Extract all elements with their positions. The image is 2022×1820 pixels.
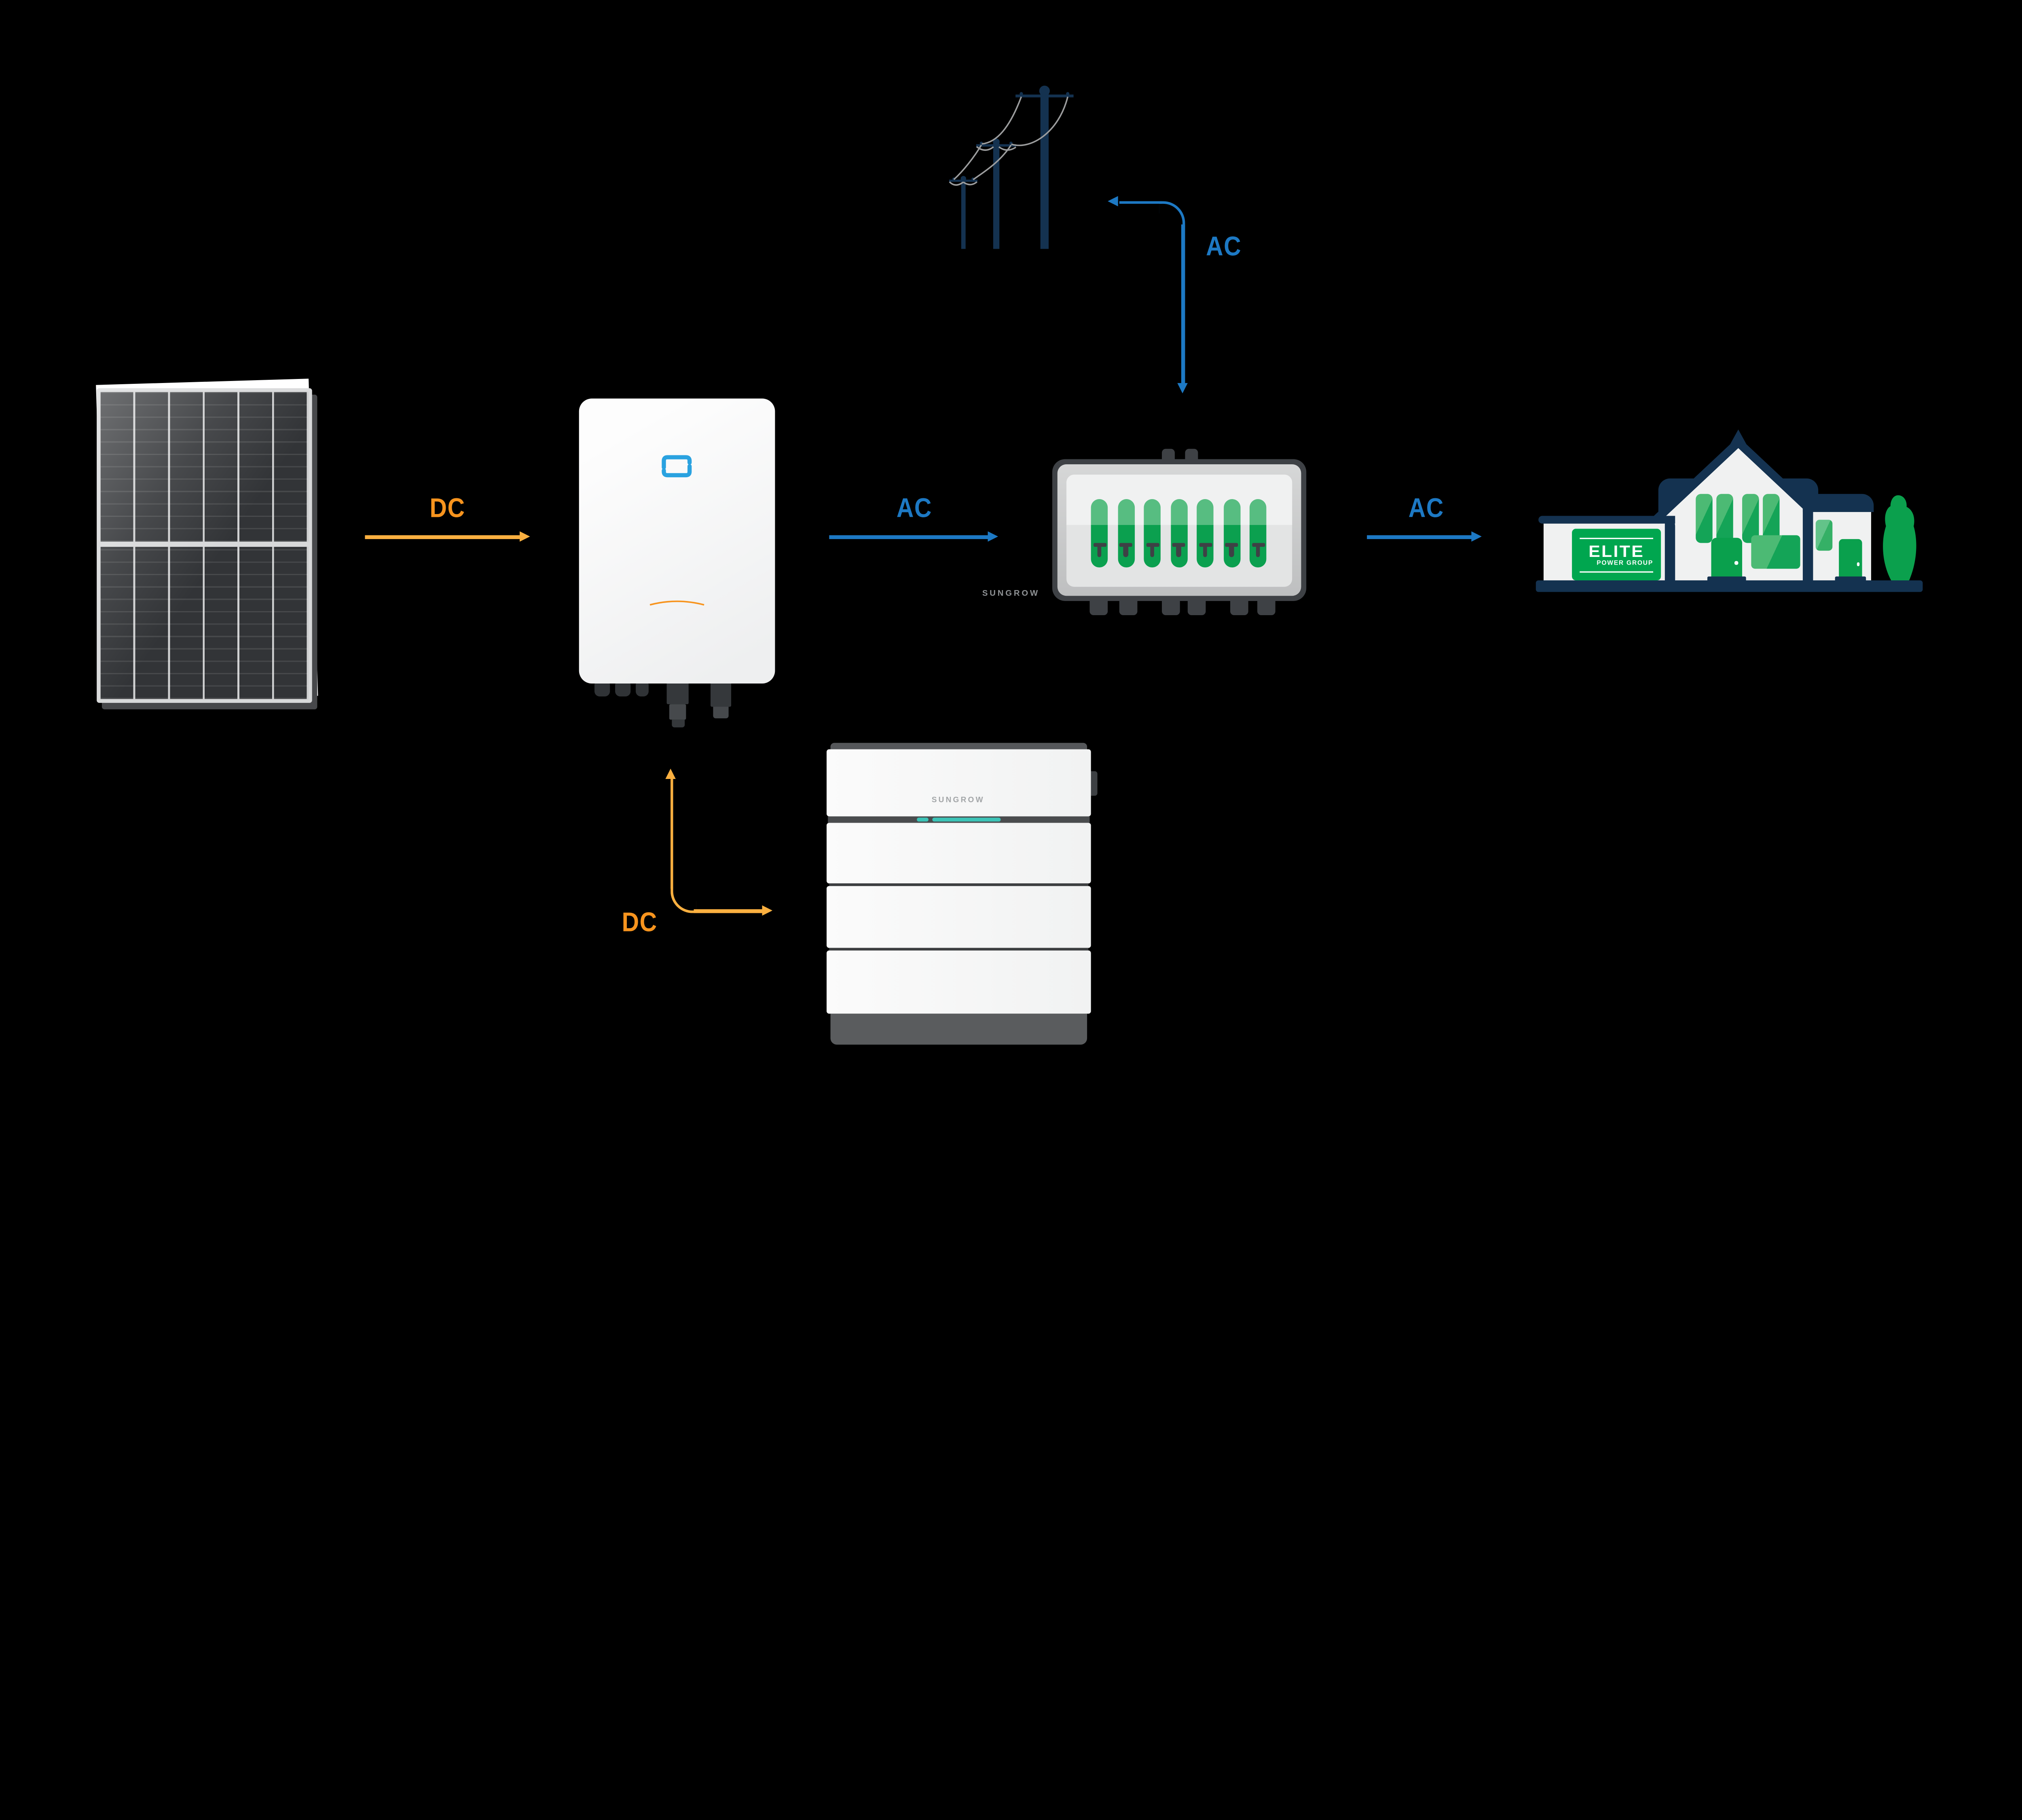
breaker-switch xyxy=(1170,499,1187,568)
house-door xyxy=(1711,538,1743,580)
right-wing-roof-edge xyxy=(1802,494,1813,580)
inverter-brand-text: SUNGROW xyxy=(982,589,1040,599)
battery-led-long xyxy=(932,818,1001,822)
diagram-canvas: DC SUNGROW AC xyxy=(96,85,1928,1045)
inverter-dc-connector-tip xyxy=(671,720,684,728)
ac-label-inverter-switchboard: AC xyxy=(896,494,932,524)
dc-label-solar-inverter: DC xyxy=(429,494,465,524)
sign-rule-top xyxy=(1580,538,1654,540)
ac-grid-arrow-vertical xyxy=(1181,224,1185,385)
right-wing-door-knob xyxy=(1856,562,1860,566)
dc-battery-arrow-horizontal xyxy=(694,910,764,913)
door-threshold xyxy=(1707,576,1746,583)
dc-battery-arrowhead-up-icon xyxy=(666,768,676,779)
door-threshold xyxy=(1835,576,1866,583)
ac-arrow-head-icon xyxy=(988,531,998,541)
inverter-dc-connector-body xyxy=(669,704,686,720)
inverter-cable-gland xyxy=(594,682,610,696)
house-window xyxy=(1696,494,1713,543)
solar-cells-bottom-half xyxy=(100,547,309,699)
ac-arrow-head-icon xyxy=(1471,531,1482,541)
solar-cells-top-half xyxy=(100,392,309,542)
right-wing-roof xyxy=(1802,494,1874,512)
ac-grid-arrow-elbow xyxy=(1159,201,1185,227)
sign-subtitle: POWER GROUP xyxy=(1597,561,1654,568)
inverter-ac-connector xyxy=(711,682,732,707)
battery-module xyxy=(827,886,1091,948)
ac-label-grid: AC xyxy=(1206,232,1242,262)
dc-arrow-line xyxy=(365,535,521,539)
solar-panel-sheen xyxy=(97,388,312,703)
battery-module-gap xyxy=(829,948,1089,951)
battery-side-tab xyxy=(1091,771,1098,796)
inverter xyxy=(579,398,775,684)
inverter-dc-connector xyxy=(666,682,689,705)
breaker-switch xyxy=(1144,499,1161,568)
inverter-ac-connector-body xyxy=(713,707,729,719)
right-wing-window xyxy=(1815,520,1833,551)
ac-grid-arrowhead-left-icon xyxy=(1108,196,1118,207)
house-window xyxy=(1716,494,1733,543)
battery-module xyxy=(827,749,1091,817)
inverter-cable-gland xyxy=(615,682,631,696)
ac-grid-arrowhead-down-icon xyxy=(1176,383,1187,394)
elite-sign: ELITE POWER GROUP xyxy=(1572,529,1661,580)
battery-brand-text: SUNGROW xyxy=(931,797,985,805)
dc-battery-arrow-vertical xyxy=(670,779,674,889)
ac-arrow-line xyxy=(1367,535,1473,539)
left-wing-roof-edge xyxy=(1665,516,1675,580)
inverter-brand-swoosh-icon xyxy=(649,600,704,606)
battery-module xyxy=(827,823,1091,884)
battery-module-gap xyxy=(829,883,1089,887)
right-wing-door xyxy=(1839,539,1862,580)
breaker-switch xyxy=(1197,499,1214,568)
dc-battery-arrow-elbow xyxy=(670,887,696,913)
dc-label-battery: DC xyxy=(622,908,658,938)
breaker-switch xyxy=(1091,499,1108,568)
breaker-switch xyxy=(1117,499,1134,568)
breaker-switch xyxy=(1223,499,1240,568)
tree-icon xyxy=(1883,495,1916,580)
inverter-cable-gland xyxy=(636,682,649,696)
sign-title: ELITE xyxy=(1588,541,1645,560)
power-poles-icon xyxy=(949,85,1074,249)
switchboard xyxy=(1052,459,1307,601)
house: ELITE POWER GROUP xyxy=(1528,425,1928,593)
battery-led-short xyxy=(917,818,929,822)
breaker-switch xyxy=(1249,499,1267,568)
sign-rule-bottom xyxy=(1580,571,1654,573)
battery-base xyxy=(830,1014,1087,1045)
house-door-knob xyxy=(1734,561,1738,565)
dc-battery-arrowhead-right-icon xyxy=(762,905,773,916)
house-window xyxy=(1763,494,1780,543)
dc-arrow-head-icon xyxy=(520,531,530,541)
ac-label-switchboard-house: AC xyxy=(1408,494,1444,524)
left-wing-roof xyxy=(1538,516,1675,524)
solar-panel xyxy=(97,388,312,703)
ac-grid-arrow-horizontal xyxy=(1119,201,1162,205)
sungrow-logo-icon xyxy=(662,455,692,478)
house-lower-window xyxy=(1751,535,1800,569)
house-window xyxy=(1742,494,1759,543)
battery-module xyxy=(827,951,1091,1014)
solar-panel-mid-rail xyxy=(99,542,310,547)
ac-arrow-line xyxy=(829,535,989,539)
